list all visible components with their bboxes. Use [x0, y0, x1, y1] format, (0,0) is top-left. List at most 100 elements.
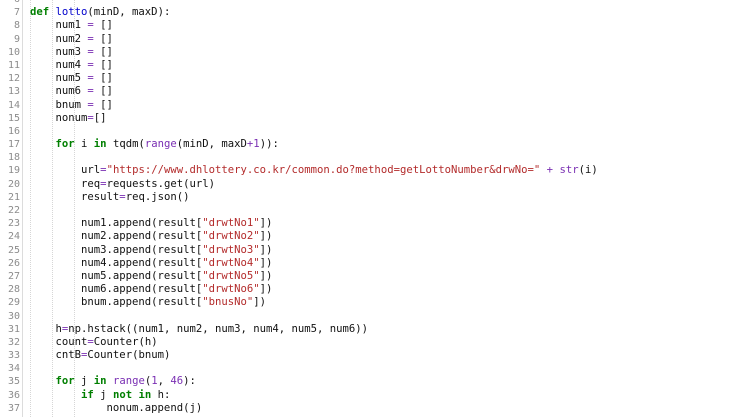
code-line[interactable]: 27 num5.append(result["drwtNo5"])	[0, 270, 750, 283]
line-number: 27	[7, 270, 20, 282]
code-line[interactable]: 8 num1 = []	[0, 19, 750, 32]
code-token: =	[87, 32, 94, 45]
code-token: Counter(h)	[93, 335, 158, 348]
code-line[interactable]: 6	[0, 0, 750, 6]
code-token: =	[119, 190, 126, 203]
code-token: 46	[170, 375, 184, 388]
code-token: req.json()	[125, 190, 190, 203]
code-token: (minD, maxD):	[87, 6, 171, 19]
code-line[interactable]: 10 num3 = []	[0, 46, 750, 59]
code-token: num1	[30, 19, 88, 32]
code-token: str	[559, 164, 579, 177]
line-number: 11	[7, 59, 20, 71]
code-token: nonum.append(j)	[30, 401, 203, 414]
code-line[interactable]: 33 cntB=Counter(bnum)	[0, 349, 750, 362]
code-line[interactable]: 22	[0, 204, 750, 217]
code-line[interactable]: 18	[0, 151, 750, 164]
code-text: nonum.append(j)	[30, 401, 203, 415]
code-line[interactable]: 11 num4 = []	[0, 59, 750, 72]
code-token: =	[100, 164, 107, 177]
code-token: num4.append(result[	[30, 256, 203, 269]
code-line[interactable]: 31 h=np.hstack((num1, num2, num3, num4, …	[0, 323, 750, 336]
code-token: []	[93, 45, 113, 58]
code-line[interactable]: 14 bnum = []	[0, 99, 750, 112]
line-number: 8	[13, 20, 20, 32]
code-line[interactable]: 30	[0, 310, 750, 323]
code-token: ))	[259, 138, 273, 151]
code-text: for i in tqdm(range(minD, maxD+1)):	[30, 138, 279, 151]
code-token: ):	[183, 375, 196, 388]
code-token: bnum	[30, 98, 88, 111]
code-token: +	[246, 138, 254, 151]
code-text: h=np.hstack((num1, num2, num3, num4, num…	[30, 323, 369, 336]
code-line[interactable]: 15 nonum=[]	[0, 112, 750, 125]
code-line[interactable]: 37 nonum.append(j)	[0, 402, 750, 415]
code-token: ])	[259, 283, 273, 296]
line-number: 21	[7, 191, 20, 203]
code-token: (i)	[578, 164, 598, 177]
code-text: url="https://www.dhlottery.co.kr/common.…	[30, 164, 598, 177]
code-text: count=Counter(h)	[30, 336, 158, 349]
code-line[interactable]: 32 count=Counter(h)	[0, 336, 750, 349]
line-number: 24	[7, 231, 20, 243]
code-text: num3 = []	[30, 46, 113, 59]
code-line[interactable]: 25 num3.append(result["drwtNo3"])	[0, 244, 750, 257]
code-token: cntB	[30, 349, 82, 362]
line-number: 14	[7, 99, 20, 111]
code-line[interactable]: 26 num4.append(result["drwtNo4"])	[0, 257, 750, 270]
line-number-gutter	[0, 0, 23, 417]
code-line[interactable]: 28 num6.append(result["drwtNo6"])	[0, 283, 750, 296]
code-line[interactable]: 17 for i in tqdm(range(minD, maxD+1)):	[0, 138, 750, 151]
code-line[interactable]: 36 if j not in h:	[0, 389, 750, 402]
code-token: =	[87, 58, 94, 71]
code-token: =	[87, 19, 94, 32]
code-token: ])	[259, 256, 273, 269]
code-token: "drwtNo6"	[202, 283, 260, 296]
code-token: =	[87, 85, 94, 98]
code-text: for j in range(1, 46):	[30, 375, 196, 388]
code-line[interactable]: 21 result=req.json()	[0, 191, 750, 204]
code-line[interactable]: 20 req=requests.get(url)	[0, 178, 750, 191]
line-number: 17	[7, 139, 20, 151]
code-line[interactable]: 23 num1.append(result["drwtNo1"])	[0, 217, 750, 230]
code-line[interactable]: 19 url="https://www.dhlottery.co.kr/comm…	[0, 164, 750, 177]
code-token	[30, 375, 56, 387]
code-text: num1 = []	[30, 19, 113, 32]
code-token: "drwtNo5"	[202, 269, 260, 282]
code-token: nonum	[30, 111, 88, 124]
code-token: Counter(bnum)	[87, 349, 171, 362]
line-number: 23	[7, 218, 20, 230]
code-text: num3.append(result["drwtNo3"])	[30, 244, 272, 257]
code-line[interactable]: 35 for j in range(1, 46):	[0, 375, 750, 388]
code-line[interactable]: 24 num2.append(result["drwtNo2"])	[0, 230, 750, 243]
code-line[interactable]: 29 bnum.append(result["bnusNo"])	[0, 296, 750, 309]
line-number: 36	[7, 389, 20, 401]
code-line[interactable]: 12 num5 = []	[0, 72, 750, 85]
code-token: range	[144, 138, 177, 151]
code-token: []	[93, 72, 113, 85]
line-number: 9	[13, 33, 20, 45]
code-text: num5 = []	[30, 72, 113, 85]
line-number: 12	[7, 73, 20, 85]
code-text: num6.append(result["drwtNo6"])	[30, 283, 272, 296]
code-token: :	[272, 138, 279, 151]
code-token: "drwtNo3"	[202, 243, 260, 256]
code-text: bnum = []	[30, 99, 113, 112]
code-token: ])	[259, 243, 273, 256]
code-line[interactable]: 9 num2 = []	[0, 33, 750, 46]
code-token: def	[30, 6, 56, 19]
code-token: 1	[151, 375, 158, 388]
code-token: ])	[259, 217, 273, 230]
code-token: num3.append(result[	[30, 243, 203, 256]
code-token: bnum.append(result[	[30, 296, 203, 309]
code-token: in	[93, 138, 107, 151]
code-line[interactable]: 16	[0, 125, 750, 138]
code-text: bnum.append(result["bnusNo"])	[30, 296, 266, 309]
code-line[interactable]: 34	[0, 362, 750, 375]
code-line[interactable]: 13 num6 = []	[0, 85, 750, 98]
code-token: j	[74, 375, 94, 388]
line-number: 6	[0, 0, 20, 6]
